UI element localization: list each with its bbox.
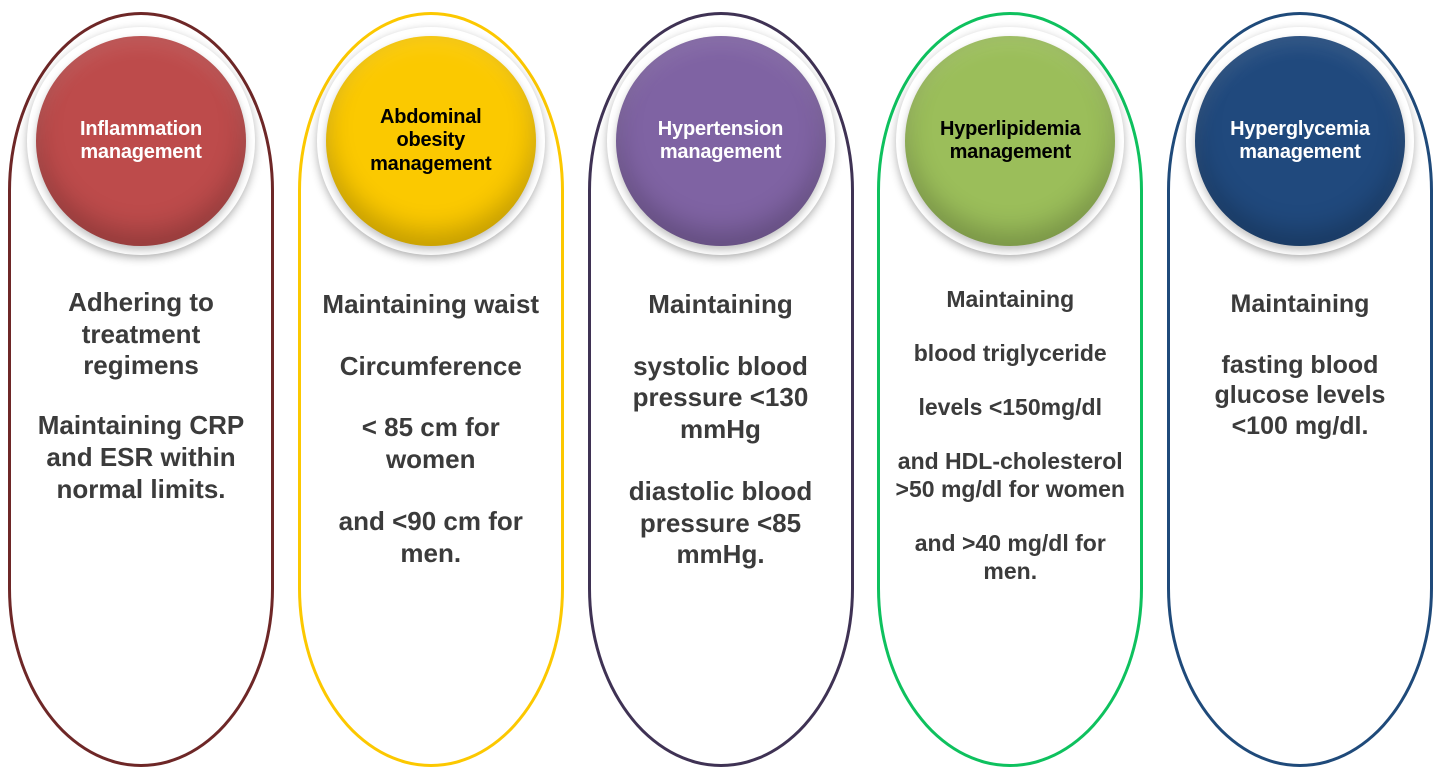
circle-fill: Abdominal obesity management (325, 36, 536, 246)
circle-badge-hypertension: Hypertension management (606, 27, 835, 255)
pillar-paragraph: Maintaining CRP and ESR within normal li… (37, 410, 245, 504)
pillar-paragraph: and <90 cm for men. (338, 505, 523, 568)
pillar-paragraph: fasting blood glucose levels <100 mg/dl. (1214, 350, 1386, 440)
pillar-paragraph: Adhering to treatment regimens (68, 287, 214, 381)
circle-badge-hyperlipidemia: Hyperlipidemia management (896, 27, 1125, 255)
pillar-title-line2: management (1239, 141, 1361, 163)
pillar-title-hyperlipidemia: Hyperlipidemia management (930, 118, 1091, 164)
pillar-body-hyperglycemia: Maintaining fasting blood glucose levels… (1170, 289, 1430, 471)
pillar-title-hyperglycemia: Hyperglycemia management (1220, 118, 1380, 164)
circle-fill: Hyperlipidemia management (905, 36, 1116, 246)
pillar-paragraph: Circumference (339, 350, 522, 381)
pillar-card-hyperlipidemia: Hyperlipidemia management Maintaining bl… (877, 12, 1144, 767)
pillar-paragraph: levels <150mg/dl (918, 394, 1102, 421)
pillar-card-hyperglycemia: Hyperglycemia management Maintaining fas… (1167, 12, 1433, 767)
pillar-paragraph: Maintaining (1230, 290, 1370, 318)
circle-badge-hyperglycemia: Hyperglycemia management (1186, 27, 1414, 255)
pillar-title-line1: Hyperlipidemia (939, 117, 1081, 140)
pillar-card-inflammation: Inflammation management Adhering to trea… (8, 12, 274, 767)
pillar-body-hyperlipidemia: Maintaining blood triglyceride levels <1… (880, 285, 1140, 611)
pillar-title-line3: management (370, 152, 492, 175)
pillar-paragraph: Maintaining (648, 289, 793, 319)
pillar-title-line1: Hypertension (657, 117, 784, 140)
pillar-paragraph: blood triglyceride (913, 340, 1107, 367)
pillar-card-abdominal-obesity: Abdominal obesity management Maintaining… (297, 12, 564, 767)
pillar-body-hypertension: Maintaining systolic blood pressure <130… (591, 289, 851, 601)
pillar-paragraph: and >40 mg/dl for men. (914, 530, 1106, 585)
pillar-card-hypertension: Hypertension management Maintaining syst… (587, 12, 854, 767)
pillar-title-inflammation: Inflammation management (70, 118, 212, 164)
pillar-paragraph: Maintaining (946, 286, 1075, 312)
pillar-title-hypertension: Hypertension management (648, 118, 793, 164)
pillar-paragraph: < 85 cm for women (361, 412, 500, 475)
circle-fill: Hyperglycemia management (1195, 36, 1405, 246)
circle-badge-inflammation: Inflammation management (27, 27, 255, 255)
pillar-title-line1: Hyperglycemia (1230, 117, 1370, 140)
pillar-title-line2: management (949, 141, 1072, 163)
pillar-title-line2: obesity (396, 129, 466, 152)
pillar-title-line2: management (659, 141, 782, 163)
pillar-body-inflammation: Adhering to treatment regimens Maintaini… (11, 287, 271, 505)
circle-fill: Hypertension management (615, 36, 826, 246)
pillar-paragraph: and HDL-cholesterol >50 mg/dl for women (895, 448, 1125, 503)
pillar-title-line1: Abdominal (379, 106, 482, 129)
pillar-body-abdominal-obesity: Maintaining waist Circumference < 85 cm … (301, 289, 561, 599)
circle-fill: Inflammation management (36, 36, 246, 246)
pillar-paragraph: systolic blood pressure <130 mmHg (632, 350, 809, 445)
pillar-title-abdominal-obesity: Abdominal obesity management (360, 106, 501, 176)
pillar-paragraph: Maintaining waist (322, 289, 540, 319)
pillar-title-line2: management (80, 141, 202, 163)
circle-badge-abdominal-obesity: Abdominal obesity management (316, 27, 545, 255)
pillar-paragraph: diastolic blood pressure <85 mmHg. (628, 475, 813, 570)
pillar-title-line1: Inflammation (79, 117, 203, 140)
